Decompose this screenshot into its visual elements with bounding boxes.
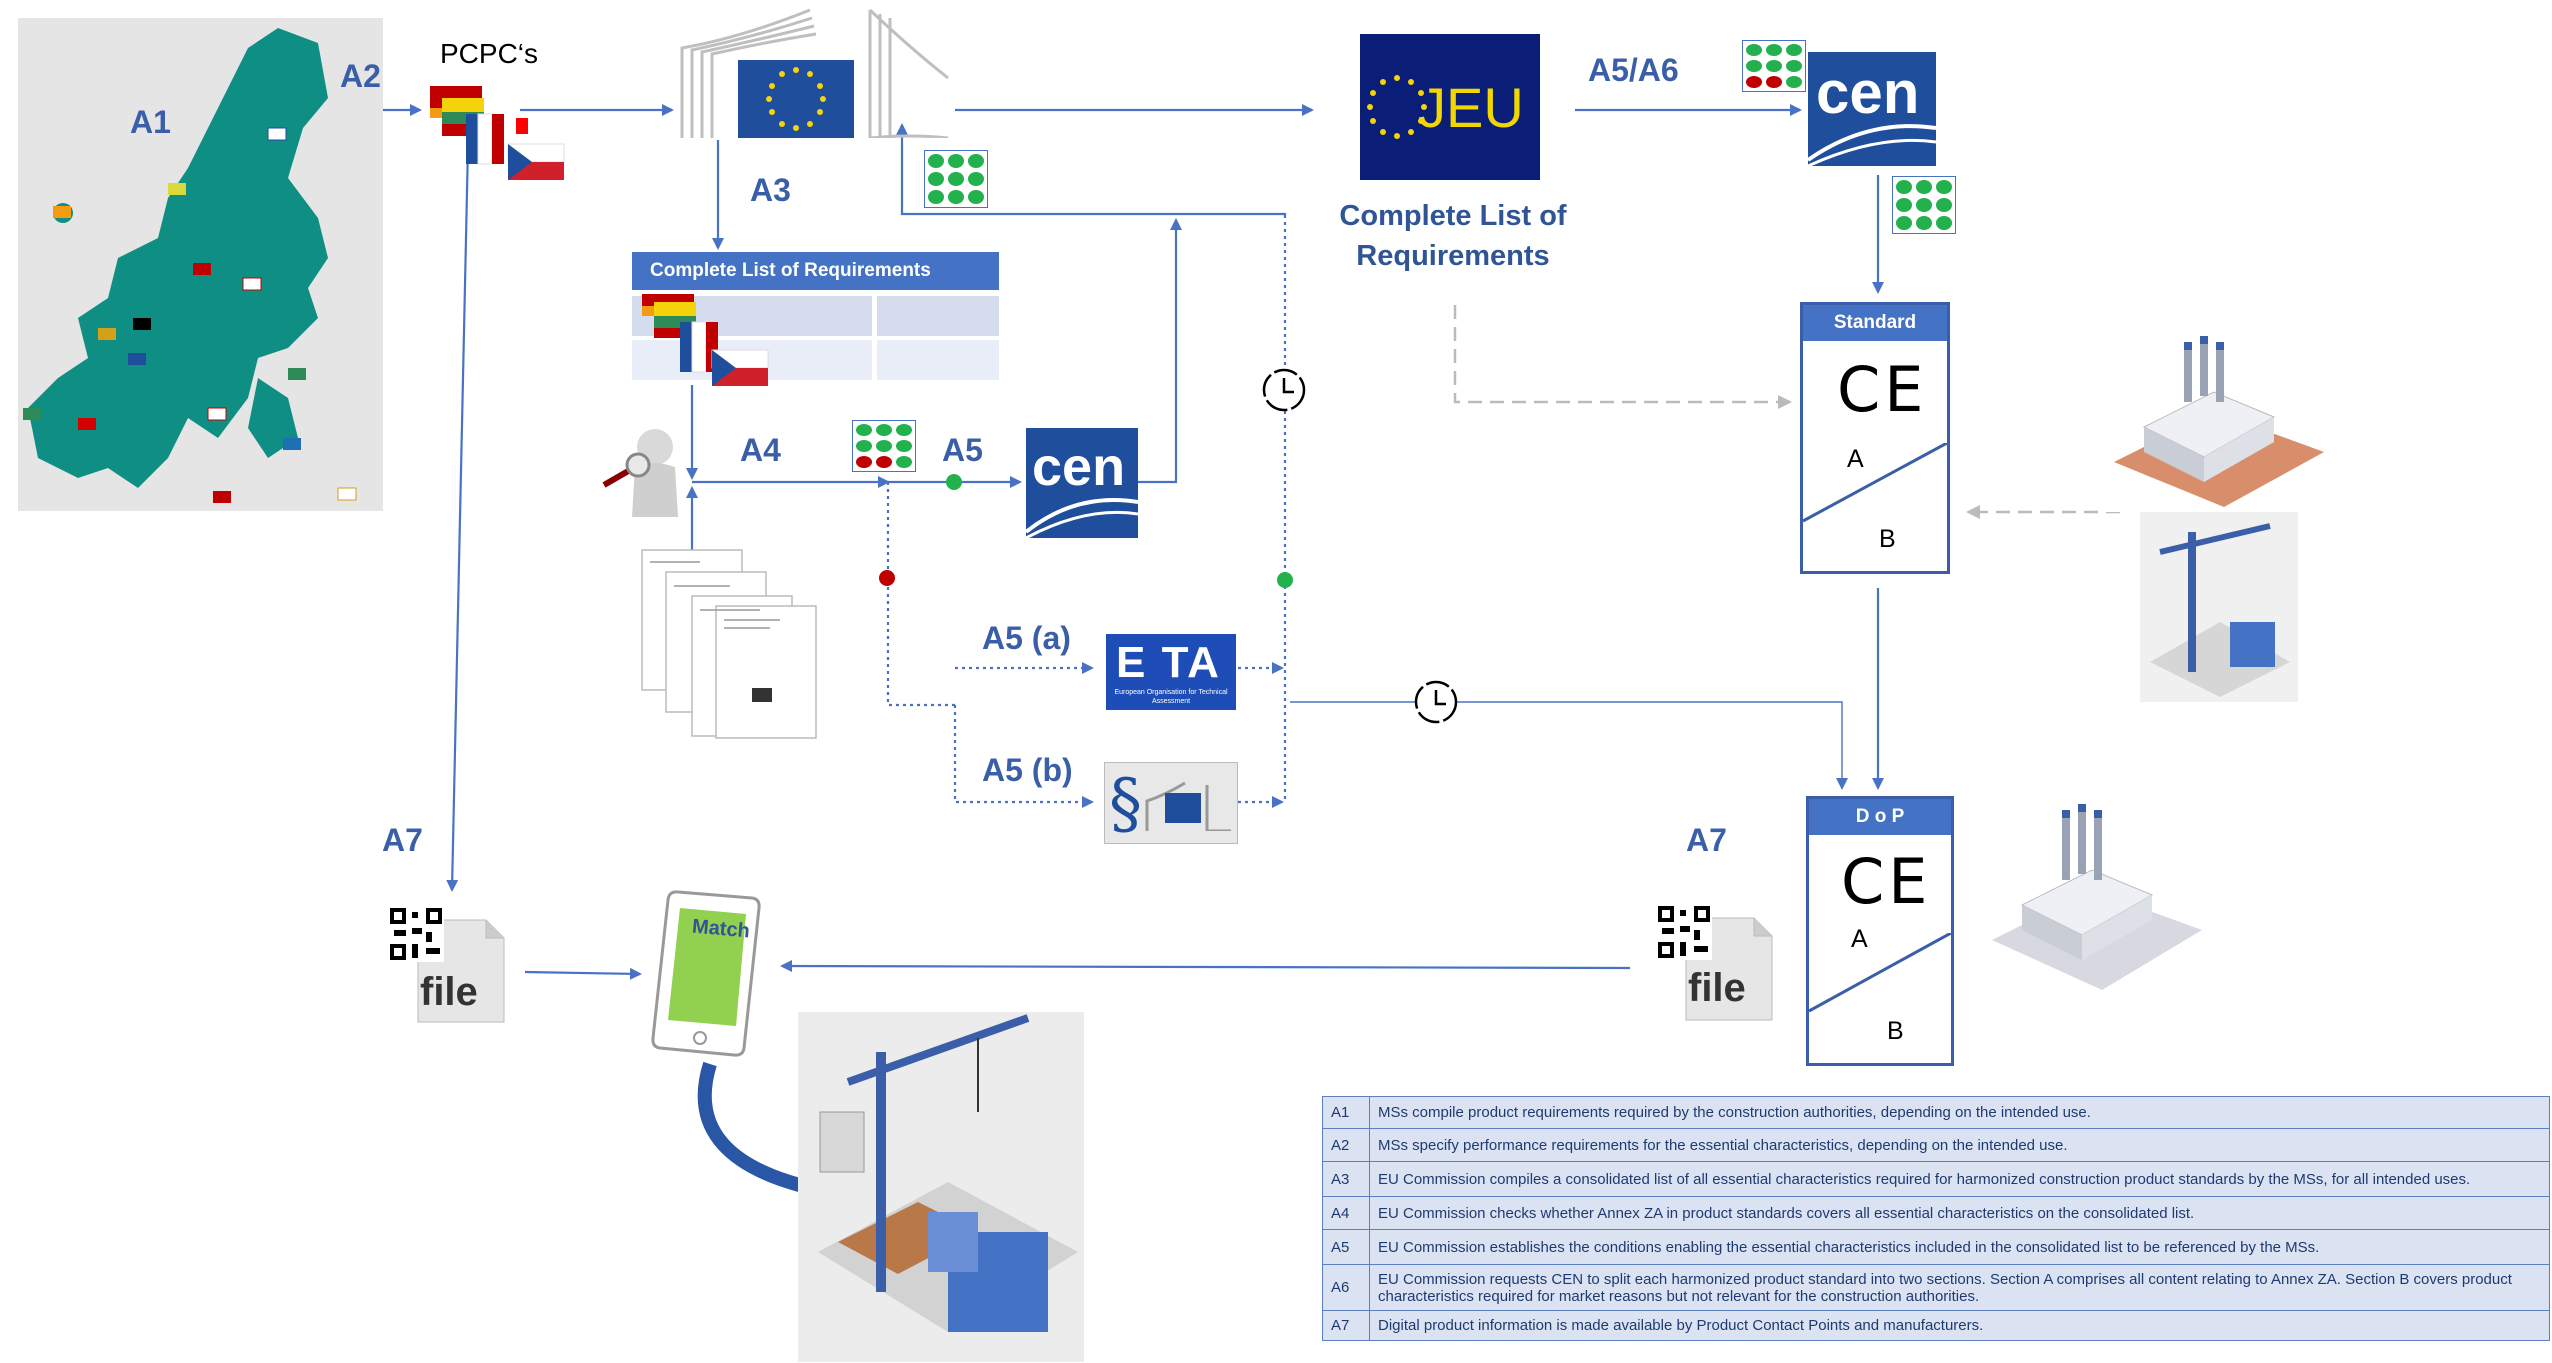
ce-mark: CE xyxy=(1837,353,1928,426)
legend-row: A6 EU Commission requests CEN to split e… xyxy=(1322,1264,2550,1311)
jeu-text: JEU xyxy=(1418,76,1524,139)
label-a5: A5 xyxy=(942,432,983,468)
standard-box: Standard CE A B xyxy=(1800,302,1950,574)
file-label: file xyxy=(420,970,478,1014)
label-a5-a: A5 (a) xyxy=(982,620,1071,656)
qr-file-icon xyxy=(388,906,505,1023)
legend-code: A2 xyxy=(1322,1128,1370,1162)
label-a7-right: A7 xyxy=(1686,822,1727,858)
europe-map xyxy=(18,18,383,511)
legend-text: MSs compile product requirements require… xyxy=(1369,1096,2550,1129)
characteristics-grid-green-icon xyxy=(1892,176,1956,234)
label-a1: A1 xyxy=(130,104,171,140)
characteristics-grid-a6-icon xyxy=(1742,40,1806,92)
legend-row: A3 EU Commission compiles a consolidated… xyxy=(1322,1161,2550,1197)
label-a2: A2 xyxy=(340,58,381,94)
eu-commission-logo xyxy=(680,8,949,138)
clock-icon xyxy=(1262,368,1306,412)
qr-file-icon-2 xyxy=(1656,904,1773,1021)
clr-caption: Complete List of Requirements xyxy=(1339,200,1567,272)
ce-mark: CE xyxy=(1841,845,1932,918)
dop-box: D o P CE A B xyxy=(1806,796,1954,1066)
section-b: B xyxy=(1879,525,1896,553)
legislation-icon: § xyxy=(1104,762,1238,844)
status-dot-green xyxy=(946,474,962,490)
section-a: A xyxy=(1847,445,1864,473)
eu-building-icon xyxy=(1145,781,1231,831)
label-a3: A3 xyxy=(750,172,791,208)
legend-code: A4 xyxy=(1322,1196,1370,1230)
legend-row: A2 MSs specify performance requirements … xyxy=(1322,1128,2550,1162)
legend-text: EU Commission requests CEN to split each… xyxy=(1369,1264,2550,1311)
file-label: file xyxy=(1688,966,1746,1010)
factory-illustration xyxy=(2104,332,2330,512)
clr-table-row xyxy=(877,296,999,336)
legend-row: A7 Digital product information is made a… xyxy=(1322,1310,2550,1341)
construction-site-illustration xyxy=(2140,512,2298,702)
cen-swoosh-icon xyxy=(1808,124,1936,166)
legend-code: A6 xyxy=(1322,1264,1370,1311)
phone-match-label: Match xyxy=(691,915,751,943)
legend-text: EU Commission compiles a consolidated li… xyxy=(1369,1161,2550,1197)
cen-swoosh-icon xyxy=(1026,498,1138,538)
cen-logo-text: cen xyxy=(1032,437,1126,497)
legend-code: A7 xyxy=(1322,1310,1370,1341)
paragraph-symbol: § xyxy=(1109,765,1142,842)
standard-title: Standard xyxy=(1803,305,1947,341)
status-dot-green-2 xyxy=(1277,572,1293,588)
legend-text: EU Commission checks whether Annex ZA in… xyxy=(1369,1196,2550,1230)
legend-row: A1 MSs compile product requirements requ… xyxy=(1322,1096,2550,1129)
label-a5-a6: A5/A6 xyxy=(1588,52,1679,88)
clr-table-row xyxy=(877,340,999,380)
legend-text: MSs specify performance requirements for… xyxy=(1369,1128,2550,1162)
construction-site-illustration-bottom xyxy=(798,1012,1084,1362)
section-divider xyxy=(1809,933,1951,1013)
cen-logo-text: cen xyxy=(1816,59,1920,126)
jeu-logo xyxy=(1360,34,1540,180)
section-b: B xyxy=(1887,1017,1904,1045)
cen-logo-small: cen xyxy=(1026,428,1138,538)
legend-row: A5 EU Commission establishes the conditi… xyxy=(1322,1229,2550,1265)
label-a5-b: A5 (b) xyxy=(982,752,1073,788)
legend-code: A3 xyxy=(1322,1161,1370,1197)
legend-row: A4 EU Commission checks whether Annex ZA… xyxy=(1322,1196,2550,1230)
smartphone-icon xyxy=(651,890,761,1057)
documents-stack-icon xyxy=(641,549,817,739)
legend-text: EU Commission establishes the conditions… xyxy=(1369,1229,2550,1265)
label-a7-left: A7 xyxy=(382,822,423,858)
factory-illustration-bottom xyxy=(1982,800,2208,1000)
eota-logo: E TA European Organisation for Technical… xyxy=(1106,634,1236,710)
status-dot-red xyxy=(879,570,895,586)
pcpc-flags-icon xyxy=(430,86,565,180)
characteristics-check-grid-icon xyxy=(852,420,916,472)
pcpc-label: PCPC‘s xyxy=(440,38,539,69)
clr-table-header: Complete List of Requirements xyxy=(632,252,999,290)
cen-logo-large: cen xyxy=(1808,52,1936,166)
legend-table: A1 MSs compile product requirements requ… xyxy=(1322,1096,2550,1341)
clr-flags-icon xyxy=(642,294,769,386)
eota-text: E TA xyxy=(1116,638,1221,687)
characteristics-grid-icon xyxy=(924,150,988,208)
section-divider xyxy=(1803,443,1947,523)
inspector-magnifier-icon xyxy=(602,429,678,517)
clock-icon-2 xyxy=(1414,680,1458,724)
legend-code: A1 xyxy=(1322,1096,1370,1129)
legend-text: Digital product information is made avai… xyxy=(1369,1310,2550,1341)
legend-code: A5 xyxy=(1322,1229,1370,1265)
section-a: A xyxy=(1851,925,1868,953)
label-a4: A4 xyxy=(740,432,781,468)
dop-title: D o P xyxy=(1809,799,1951,835)
eota-subtitle: European Organisation for Technical Asse… xyxy=(1114,689,1228,705)
eu-stars-icon xyxy=(1367,75,1427,139)
